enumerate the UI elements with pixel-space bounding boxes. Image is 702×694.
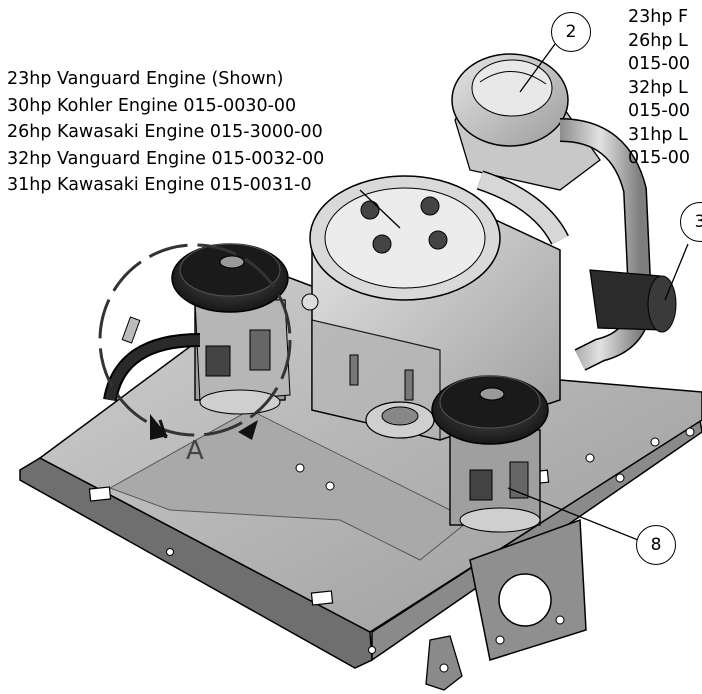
engine-option-cropped: 32hp L: [628, 77, 688, 98]
engine-option-cropped: 26hp L: [628, 30, 688, 51]
engine-options-list-cropped: 23hp F 26hp L 015-00 32hp L 015-00 31hp …: [628, 6, 702, 171]
engine-block: [301, 175, 561, 441]
engine-option-cropped: 015-00: [628, 101, 690, 121]
engine-option: 26hp Kawasaki Engine 015-3000-00: [7, 122, 323, 142]
detail-a-label: A: [186, 436, 204, 466]
engine-option: 31hp Kawasaki Engine 015-0031-0: [7, 175, 312, 195]
detail-a-indicator: [98, 243, 292, 440]
engine-option-cropped: 015-00: [628, 54, 690, 74]
engine-option-cropped: 23hp F: [628, 7, 689, 27]
left-hydro-pump: [103, 243, 291, 415]
air-filter-assembly: [451, 53, 653, 371]
callout-2: 2: [551, 12, 591, 52]
muffler: [589, 269, 677, 333]
callout-8: 8: [636, 525, 676, 565]
engine-option: 23hp Vanguard Engine (Shown): [7, 69, 284, 89]
engine-option: 30hp Kohler Engine 015-0030-00: [7, 95, 297, 116]
leader-lines: [359, 43, 689, 541]
engine-option: 32hp Vanguard Engine 015-0032-00: [7, 148, 325, 169]
right-hydro-pump: [431, 375, 549, 533]
engine-options-list: 23hp Vanguard Engine (Shown) 30hp Kohler…: [7, 66, 324, 199]
engine-option-cropped: 31hp L: [628, 124, 688, 145]
engine-option-cropped: 015-00: [628, 148, 690, 168]
